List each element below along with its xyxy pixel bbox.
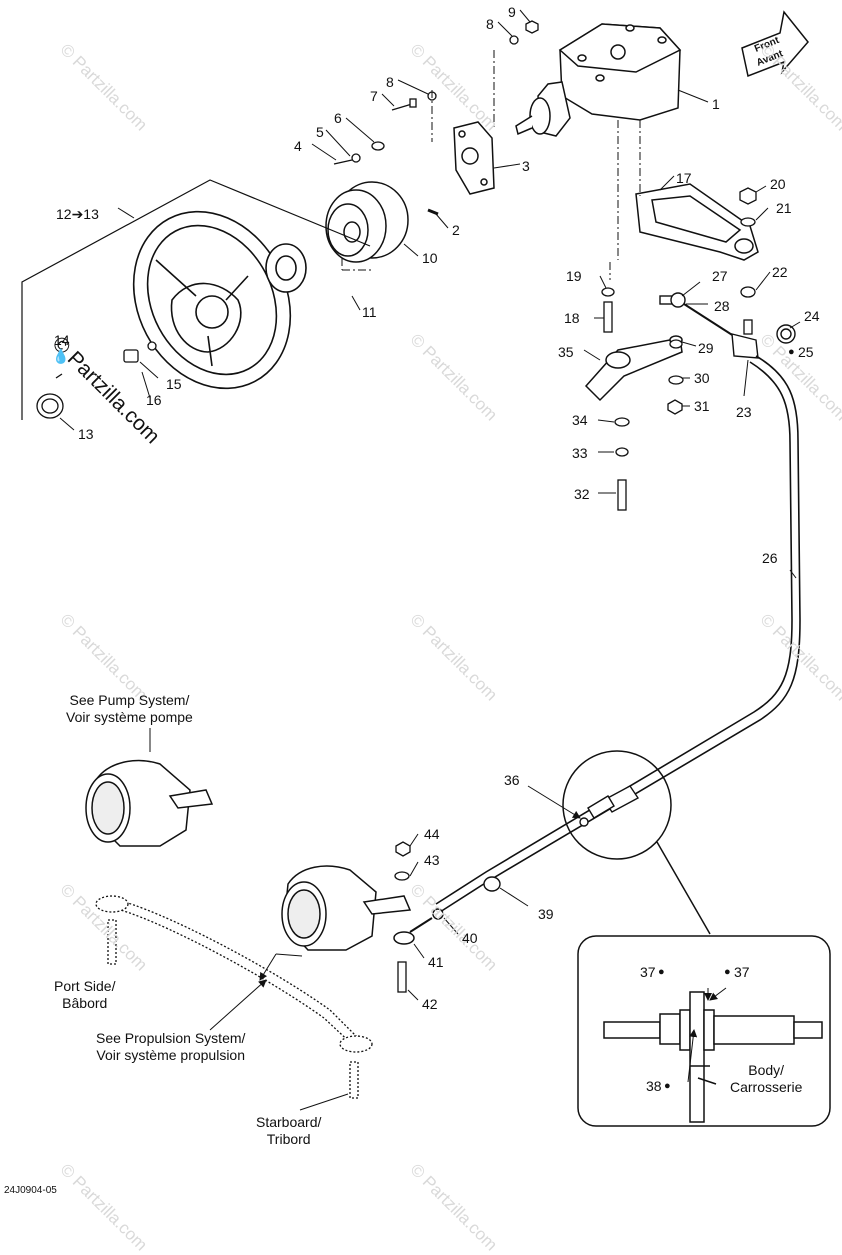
tie-rod	[95, 895, 373, 1099]
callout-36[interactable]: 36	[504, 772, 520, 788]
callout-19[interactable]: 19	[566, 268, 582, 284]
callout-29[interactable]: 29	[698, 340, 714, 356]
callout-8[interactable]: 8	[486, 16, 494, 32]
callout-38[interactable]: 38	[646, 1078, 662, 1094]
callout-37-right[interactable]: 37	[734, 964, 750, 980]
callout-40[interactable]: 40	[462, 930, 478, 946]
callout-3[interactable]: 3	[522, 158, 530, 174]
steering-cable	[435, 355, 801, 913]
steering-arm-17	[635, 183, 759, 261]
callout-30[interactable]: 30	[694, 370, 710, 386]
centerlines	[341, 50, 641, 280]
callout-12-13[interactable]: 12➔13	[56, 206, 99, 222]
callout-32[interactable]: 32	[574, 486, 590, 502]
lubricant-drop-icon: 💧	[52, 348, 70, 364]
note-port-side: Port Side/Bâbord	[54, 978, 116, 1011]
steering-wheel	[132, 210, 307, 390]
callout-44[interactable]: 44	[424, 826, 440, 842]
port-nozzle	[281, 865, 433, 951]
diagram-reference-code: 24J0904-05	[4, 1185, 57, 1196]
callout-6[interactable]: 6	[334, 110, 342, 126]
callout-42[interactable]: 42	[422, 996, 438, 1012]
callout-7[interactable]: 7	[370, 88, 378, 104]
nuts-washers-right	[739, 187, 757, 335]
callout-21[interactable]: 21	[776, 200, 792, 216]
callout-14[interactable]: 14	[54, 332, 70, 348]
note-propulsion-system: See Propulsion System/Voir système propu…	[96, 1030, 246, 1063]
lubricant-drop-icon: ●	[724, 966, 731, 978]
front-arrow-icon: Front Avant	[741, 10, 809, 78]
nozzle-bolts	[394, 841, 411, 993]
callout-17[interactable]: 17	[676, 170, 692, 186]
callout-25[interactable]: 25	[798, 344, 814, 360]
callout-22[interactable]: 22	[772, 264, 788, 280]
wheel-group-bracket	[21, 179, 371, 420]
callout-8[interactable]: 8	[386, 74, 394, 90]
callout-41[interactable]: 41	[428, 954, 444, 970]
diagram-drawing: Front Avant	[21, 9, 831, 1127]
cable-end-assembly	[659, 292, 796, 359]
callout-2[interactable]: 2	[452, 222, 460, 238]
lubricant-drop-icon: ●	[788, 346, 795, 358]
callout-34[interactable]: 34	[572, 412, 588, 428]
callout-15[interactable]: 15	[166, 376, 182, 392]
callout-10[interactable]: 10	[422, 250, 438, 266]
callout-28[interactable]: 28	[714, 298, 730, 314]
callout-11[interactable]: 11	[362, 304, 377, 320]
callout-23[interactable]: 23	[736, 404, 752, 420]
callout-5[interactable]: 5	[316, 124, 324, 140]
callout-4[interactable]: 4	[294, 138, 302, 154]
note-pump-system: See Pump System/Voir système pompe	[66, 692, 193, 725]
column-bracket	[453, 121, 495, 195]
note-starboard: Starboard/Tribord	[256, 1114, 322, 1147]
note-body: Body/Carrosserie	[730, 1062, 803, 1095]
bolts-left-column	[601, 287, 684, 511]
steering-arm-35	[584, 335, 683, 402]
wheel-fasteners	[36, 341, 157, 419]
steering-housing	[515, 23, 682, 137]
callout-18[interactable]: 18	[564, 310, 580, 326]
callout-26[interactable]: 26	[762, 550, 778, 566]
pump-nozzle	[85, 759, 214, 847]
callout-1[interactable]: 1	[712, 96, 720, 112]
callout-35[interactable]: 35	[558, 344, 574, 360]
detail-box	[577, 935, 831, 1127]
callout-20[interactable]: 20	[770, 176, 786, 192]
callout-33[interactable]: 33	[572, 445, 588, 461]
callout-31[interactable]: 31	[694, 398, 710, 414]
callout-27[interactable]: 27	[712, 268, 728, 284]
detail-circle	[562, 750, 711, 935]
cable-fitting	[432, 785, 640, 920]
lubricant-drop-icon: ●	[664, 1080, 671, 1092]
callout-24[interactable]: 24	[804, 308, 820, 324]
callout-37-left[interactable]: 37	[640, 964, 656, 980]
callout-39[interactable]: 39	[538, 906, 554, 922]
fasteners-upper	[333, 20, 539, 165]
callout-13[interactable]: 13	[78, 426, 94, 442]
callout-9[interactable]: 9	[508, 4, 516, 20]
lubricant-drop-icon: ●	[658, 966, 665, 978]
callout-16[interactable]: 16	[146, 392, 162, 408]
steering-parts-diagram: Front Avant	[4, 4, 842, 1254]
callout-43[interactable]: 43	[424, 852, 440, 868]
leader-lines	[59, 9, 801, 1111]
